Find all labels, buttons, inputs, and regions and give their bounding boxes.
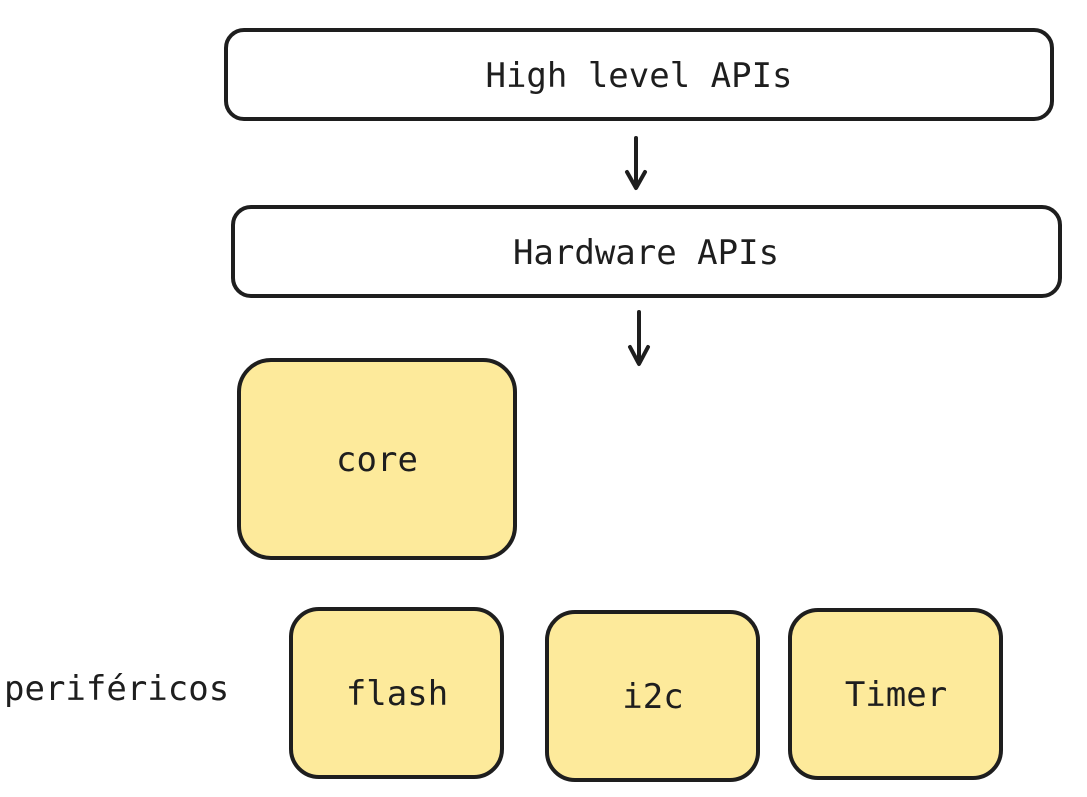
hardware-apis-node[interactable]: Hardware APIs <box>231 205 1062 298</box>
arrow-high-to-hardware <box>625 136 647 190</box>
high-level-apis-node[interactable]: High level APIs <box>224 28 1054 121</box>
arrow-head <box>625 170 647 190</box>
hardware-apis-label: Hardware APIs <box>513 233 779 273</box>
core-label: core <box>336 440 418 480</box>
timer-node[interactable]: Timer <box>788 608 1003 780</box>
i2c-label: i2c <box>622 677 683 717</box>
flash-node[interactable]: flash <box>289 607 504 779</box>
high-level-apis-label: High level APIs <box>485 56 792 96</box>
core-box <box>237 358 517 560</box>
flash-box <box>289 607 504 779</box>
i2c-box <box>545 610 760 782</box>
arrow-head <box>628 345 650 366</box>
i2c-node[interactable]: i2c <box>545 610 760 782</box>
timer-box <box>788 608 1003 780</box>
flash-label: flash <box>346 674 448 714</box>
arrow-hardware-to-core <box>628 310 650 366</box>
timer-label: Timer <box>845 675 947 715</box>
high-level-apis-box <box>224 28 1054 121</box>
hardware-apis-box <box>231 205 1062 298</box>
peripherals-group-label: periféricos <box>4 669 229 709</box>
core-node[interactable]: core <box>237 358 517 560</box>
